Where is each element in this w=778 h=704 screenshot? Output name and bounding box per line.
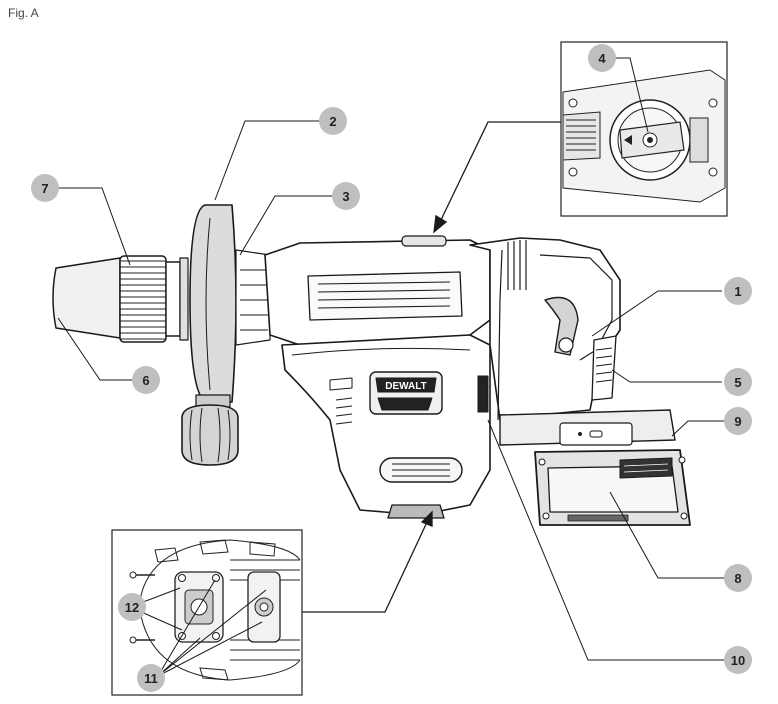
svg-text:11: 11: [144, 671, 158, 686]
leader-lines: [57, 57, 725, 677]
callout-2: 2: [319, 107, 347, 135]
svg-text:12: 12: [125, 600, 139, 615]
callout-11: 11: [137, 664, 165, 692]
callout-10: 10: [724, 646, 752, 674]
callout-6: 6: [132, 366, 160, 394]
pointer-arrows: [302, 121, 561, 613]
svg-text:7: 7: [41, 181, 48, 196]
svg-text:10: 10: [731, 653, 745, 668]
svg-text:1: 1: [734, 284, 741, 299]
callout-12: 12: [118, 593, 146, 621]
callout-7: 7: [31, 174, 59, 202]
svg-text:4: 4: [598, 51, 606, 66]
brand-logo: DEWALT: [385, 381, 426, 392]
callout-8: 8: [724, 564, 752, 592]
callout-9: 9: [724, 407, 752, 435]
inset-mode-selector: [560, 41, 728, 217]
callout-1: 1: [724, 277, 752, 305]
callout-4: 4: [588, 44, 616, 72]
svg-text:9: 9: [734, 414, 741, 429]
svg-text:6: 6: [142, 373, 149, 388]
callout-3: 3: [332, 182, 360, 210]
svg-text:5: 5: [734, 375, 741, 390]
callout-5: 5: [724, 368, 752, 396]
demolition-hammer: DEWALT: [52, 204, 691, 526]
svg-text:3: 3: [342, 189, 349, 204]
figure-label: Fig. A: [8, 6, 39, 20]
svg-text:8: 8: [734, 571, 741, 586]
svg-text:2: 2: [329, 114, 336, 129]
